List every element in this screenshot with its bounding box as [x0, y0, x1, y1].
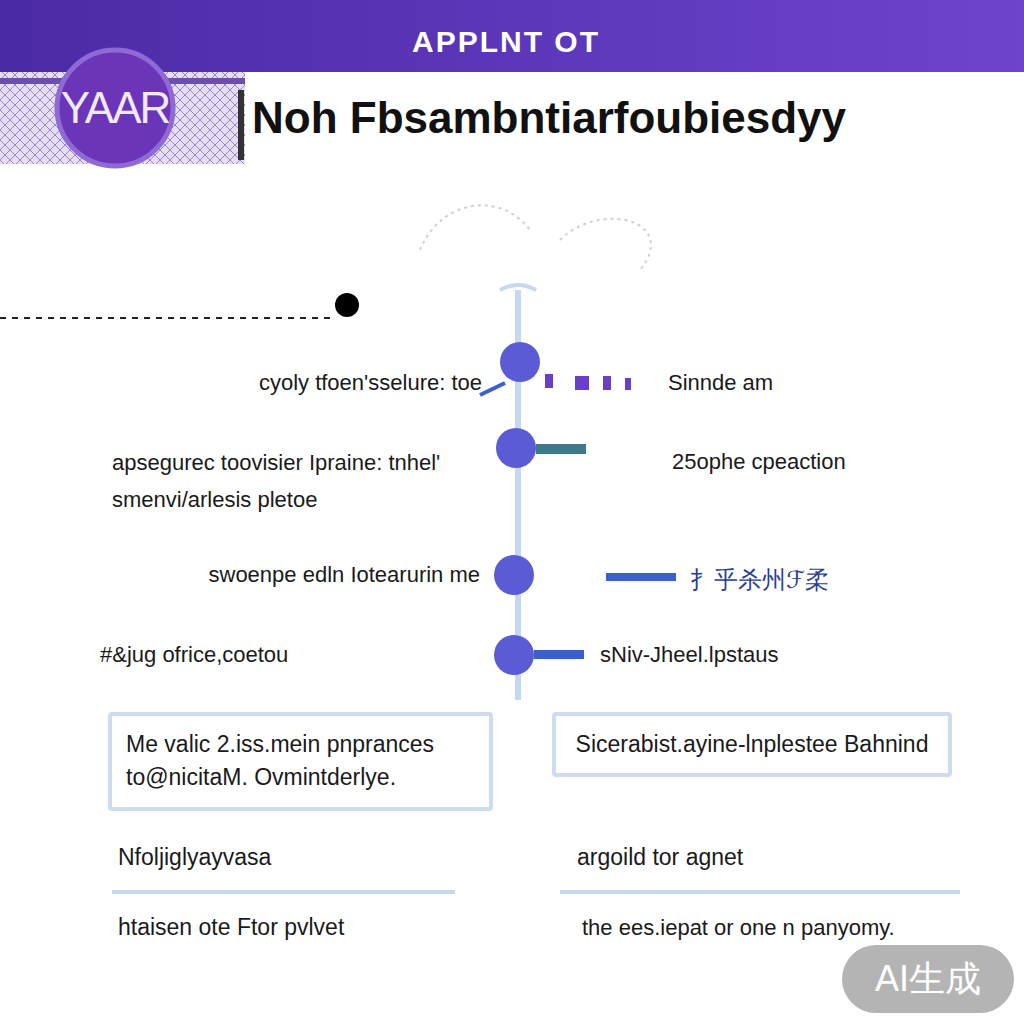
item-label: swoenpe edln Iotearurin me [209, 562, 481, 588]
rule-line [112, 890, 455, 894]
text-box: Sicerabist.ayine-lnplestee Bahnind [552, 712, 952, 777]
band-edge [238, 90, 244, 160]
spine-cap [500, 285, 536, 290]
text-box: Me valic 2.iss.mein pnprances to@nicitaM… [108, 712, 493, 811]
item-label: #&jug ofrice,coetou [100, 642, 288, 668]
logo-circle [57, 50, 173, 166]
header-text: APPLNT OT [412, 24, 600, 60]
note-text: htaisen ote Ftor pvlvet [118, 914, 344, 942]
header-bar [0, 0, 1024, 72]
spine-markers [480, 342, 676, 675]
dotted-line [0, 317, 335, 319]
end-dot [335, 293, 359, 317]
diagram-title: Noh Fbsambntiarfoubiesdyy [252, 92, 846, 145]
rule-line [560, 890, 960, 894]
item-label: cyoly tfoen'sselure: toe [259, 370, 482, 396]
item-label: sNiv-Jheel.lpstaus [600, 642, 779, 668]
watermark: AI生成 [875, 957, 981, 1000]
item-label: 扌乎杀州ℱ柔 [690, 566, 829, 595]
box-text: Sicerabist.ayine-lnplestee Bahnind [570, 728, 934, 761]
note-text: the ees.iepat or one n panyomy. [582, 915, 895, 941]
note-text: Nfoljiglyayvasa [118, 844, 271, 872]
box-text: Me valic 2.iss.mein pnprances to@nicitaM… [126, 728, 475, 795]
watermark-pill [842, 945, 1014, 1013]
item-label: 25ophe cpeaction [672, 449, 846, 475]
note-text: argoild tor agnet [577, 844, 743, 872]
item-label: apsegurec toovisier Ipraine: tnhel' smen… [112, 444, 472, 519]
logo-text: YAAR [61, 82, 170, 135]
sketch-lines [420, 205, 651, 270]
item-label: Sinnde am [668, 370, 773, 396]
